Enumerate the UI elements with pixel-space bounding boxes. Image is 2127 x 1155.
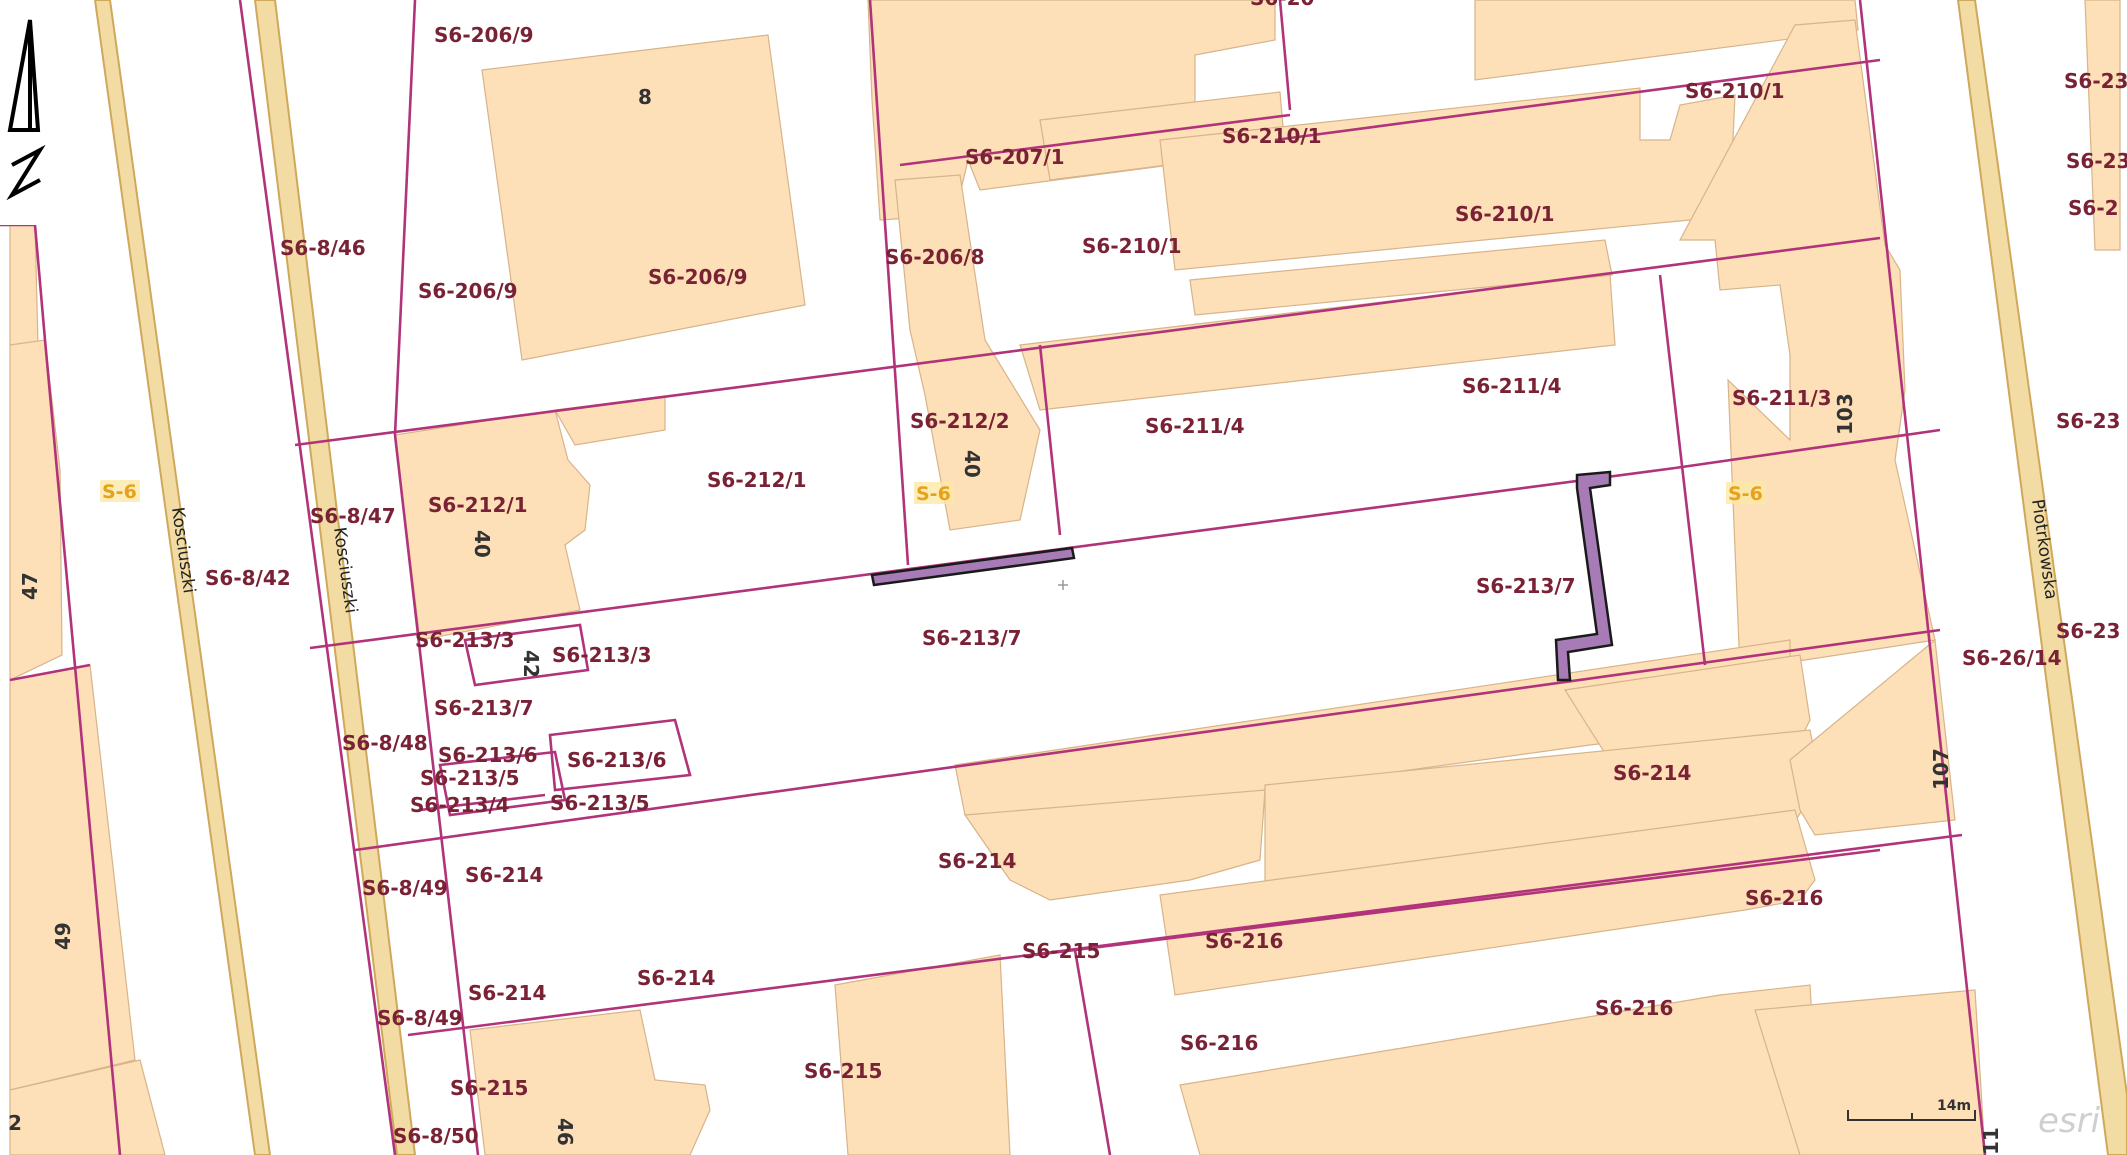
parcel-label: S6-215: [804, 1059, 882, 1083]
parcel-label: S6-214: [468, 981, 546, 1005]
north-arrow-icon: [0, 0, 55, 225]
building-number: 103: [1833, 393, 1857, 435]
parcel-label: S6-206/9: [434, 23, 534, 47]
parcel-label: S6-216: [1595, 996, 1673, 1020]
parcel-label: S6-213/3: [415, 628, 515, 652]
parcel-label: S6-207/1: [965, 145, 1065, 169]
parcel-label: S6-215: [450, 1076, 528, 1100]
scale-bar: 14m: [1847, 1098, 1976, 1121]
parcel-label: S6-213/7: [1476, 574, 1576, 598]
parcel-label: S6-23: [2064, 69, 2127, 93]
parcel-label: S6-216: [1745, 886, 1823, 910]
esri-attribution: esri: [2038, 1101, 2101, 1141]
parcel-label: S6-213/3: [552, 643, 652, 667]
parcel-label: S6-210/1: [1082, 234, 1182, 258]
zone-labels: S-6 S-6 S-6: [100, 480, 1766, 505]
building-number: 2: [8, 1111, 22, 1135]
parcel-label: S6-8/47: [310, 504, 396, 528]
parcel-label: S6-213/6: [438, 743, 538, 767]
parcel-label: S6-216: [1180, 1031, 1258, 1055]
parcel-label: S6-214: [938, 849, 1016, 873]
parcel-label: S6-211/4: [1145, 414, 1245, 438]
parcel-label: S6-8/49: [377, 1006, 463, 1030]
parcel-label: S6-211/4: [1462, 374, 1562, 398]
parcel-label: S6-212/2: [910, 409, 1010, 433]
building-number: 11: [1979, 1127, 2003, 1155]
parcel-label: S6-210/1: [1455, 202, 1555, 226]
parcel-label: S6-214: [1613, 761, 1691, 785]
building-number: 40: [470, 530, 494, 558]
parcel-label: S6-23: [2056, 409, 2120, 433]
parcel-label: S6-206/9: [418, 279, 518, 303]
parcel-label: S6-214: [637, 966, 715, 990]
parcel-label: S6-20: [1250, 0, 1314, 10]
parcel-label: S6-211/3: [1732, 386, 1832, 410]
roads: [93, 0, 2127, 1155]
building-number: 49: [51, 922, 75, 950]
parcel-labels: S6-206/9 S6-206/9 S6-206/9 8 S6-8/46 S6-…: [8, 0, 2127, 1155]
building-number: 42: [519, 650, 543, 678]
building-number: 8: [638, 85, 652, 109]
zone-label: S-6: [916, 483, 951, 505]
parcel-label: S6-216: [1205, 929, 1283, 953]
parcel-label: S6-23: [2066, 149, 2127, 173]
parcel-label: S6-210/1: [1222, 124, 1322, 148]
parcel-label: S6-8/42: [205, 566, 291, 590]
building-number: 47: [18, 572, 42, 600]
parcel-label: S6-212/1: [428, 493, 528, 517]
parcel-label: S6-206/8: [885, 245, 985, 269]
parcel-label: S6-213/6: [567, 748, 667, 772]
parcel-label: S6-213/5: [420, 766, 520, 790]
parcel-label: S6-8/48: [342, 731, 428, 755]
crosshair-icon: [1058, 580, 1068, 590]
building-number: 107: [1929, 748, 1953, 790]
building-number: 46: [553, 1118, 577, 1146]
parcel-label: S6-210/1: [1685, 79, 1785, 103]
parcel-label: S6-23: [2056, 619, 2120, 643]
parcel-label: S6-8/49: [362, 876, 448, 900]
zone-label: S-6: [102, 481, 137, 503]
highlight-segments: [870, 470, 1614, 682]
scale-label: 14m: [1937, 1098, 1971, 1114]
parcel-label: S6-213/5: [550, 791, 650, 815]
parcel-label: S6-8/50: [393, 1124, 479, 1148]
parcel-label: S6-212/1: [707, 468, 807, 492]
parcel-label: S6-2: [2068, 196, 2119, 220]
parcel-boundaries: [0, 0, 1987, 1155]
building-number: 40: [960, 450, 984, 478]
parcel-label: S6-213/4: [410, 793, 510, 817]
parcel-label: S6-213/7: [434, 696, 534, 720]
parcel-label: S6-26/14: [1962, 646, 2062, 670]
parcel-label: S6-213/7: [922, 626, 1022, 650]
parcel-label: S6-8/46: [280, 236, 366, 260]
parcel-label: S6-206/9: [648, 265, 748, 289]
parcel-label: S6-215: [1022, 939, 1100, 963]
parcel-label: S6-214: [465, 863, 543, 887]
zone-label: S-6: [1728, 483, 1763, 505]
